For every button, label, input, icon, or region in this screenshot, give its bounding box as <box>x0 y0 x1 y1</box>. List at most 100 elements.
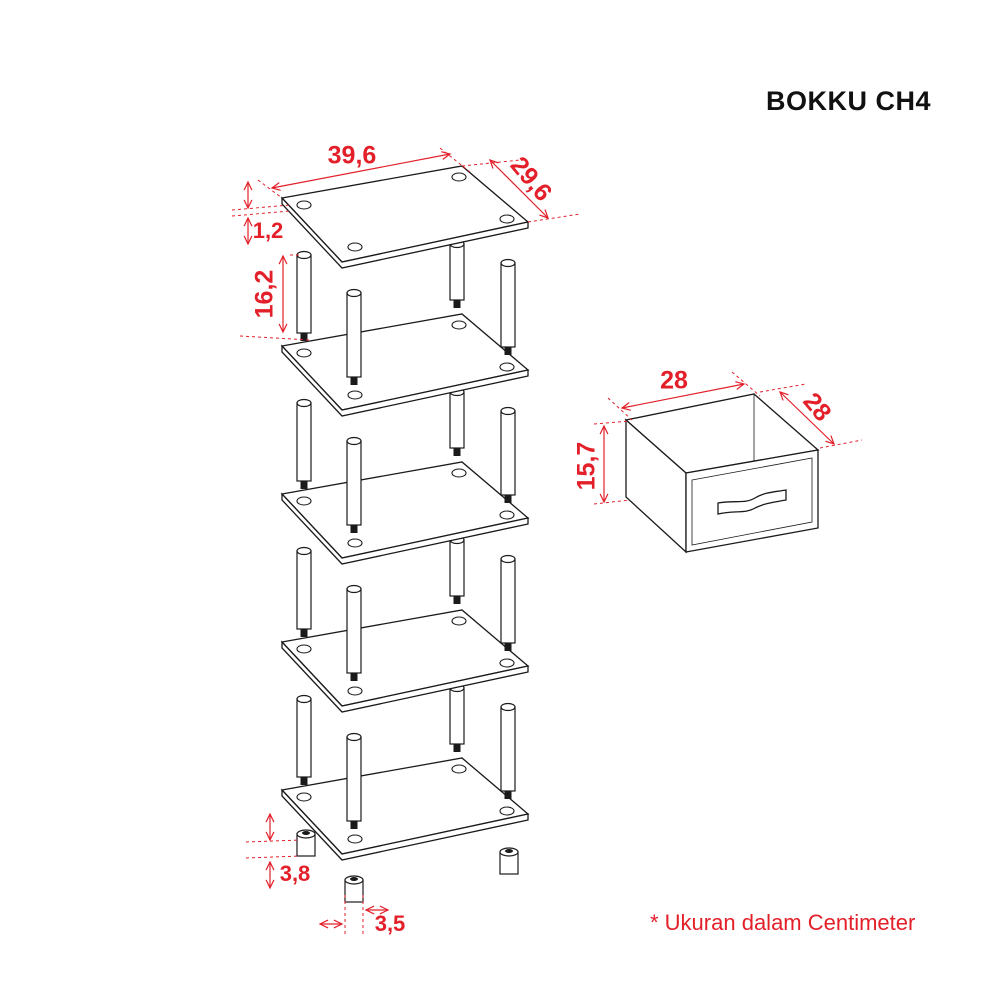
shelf-hole <box>347 390 363 400</box>
drawer-h-ext-top <box>593 420 631 425</box>
foot-arrow-top-arrow <box>265 812 275 823</box>
rack-foot <box>499 847 519 875</box>
post-back-right <box>449 239 465 308</box>
shelf-hole <box>347 242 363 252</box>
post-bolt <box>300 481 308 489</box>
rack-foot <box>296 829 316 857</box>
shelf-top <box>280 461 530 559</box>
post-front-left <box>346 288 362 385</box>
shelf-hole <box>347 834 363 844</box>
post-height-dim-arrow <box>278 323 288 334</box>
post-bolt <box>350 525 358 533</box>
post-top <box>296 546 312 556</box>
foot-dia-arrow-right-arrow <box>379 905 390 915</box>
rack-foot <box>344 875 364 903</box>
post-back-left <box>296 694 312 785</box>
shelf-1 <box>280 165 530 269</box>
post-front-left <box>346 732 362 829</box>
width-label: 39,6 <box>328 142 377 170</box>
post-body <box>346 588 362 674</box>
foot-hole <box>505 849 513 853</box>
shelf-top <box>280 609 530 707</box>
foot-hole <box>302 831 310 835</box>
post-bolt <box>453 448 461 456</box>
post-back-left <box>296 250 312 341</box>
drawer-width-label: 28 <box>660 367 688 395</box>
drawer-height-dim-arrow <box>599 424 609 435</box>
shelf-hole <box>296 348 312 358</box>
shelf-hole <box>296 644 312 654</box>
shelf-top <box>280 165 530 263</box>
post-body <box>500 706 516 792</box>
shelf-hole <box>499 214 515 224</box>
width-ext-right <box>439 147 471 173</box>
depth-dim-arrow <box>489 159 499 169</box>
post-top <box>500 702 516 712</box>
post-top <box>346 288 362 298</box>
post-bolt <box>453 300 461 308</box>
width-dim-arrow <box>270 182 281 191</box>
depth-ext-top <box>461 159 521 167</box>
shelf-rack <box>280 165 530 903</box>
shelf-hole <box>296 792 312 802</box>
shelf-hole <box>499 806 515 816</box>
post-body <box>449 687 465 745</box>
thickness-label: 1,2 <box>253 218 284 243</box>
post-body <box>346 736 362 822</box>
foot-arrow-top-arrow <box>265 831 275 842</box>
post-body <box>296 698 312 778</box>
post-top <box>296 694 312 704</box>
drawer-depth-dim <box>779 391 835 445</box>
thickness-arrow-top-arrow <box>243 180 253 191</box>
post-body <box>449 539 465 597</box>
post-body <box>500 262 516 348</box>
post-body <box>346 440 362 526</box>
post-body <box>296 254 312 334</box>
drawer-front-inset <box>691 457 813 546</box>
post-bolt <box>350 377 358 385</box>
depth-ext-bottom <box>527 213 581 223</box>
product-title: BOKKU CH4 <box>766 86 932 116</box>
shelf-hole <box>499 362 515 372</box>
drawer-d-ext-bottom <box>819 439 863 449</box>
shelf-hole <box>451 468 467 478</box>
post-top <box>500 554 516 564</box>
post-bolt <box>504 347 512 355</box>
post-body <box>449 391 465 449</box>
post-body <box>449 243 465 301</box>
width-dim-arrow <box>441 151 452 160</box>
post-bolt <box>300 333 308 341</box>
post-bolt <box>453 744 461 752</box>
drawer-width-dim <box>621 383 745 409</box>
shelf-hole <box>347 686 363 696</box>
post-front-right <box>500 702 516 799</box>
drawer-depth-label: 28 <box>797 387 836 426</box>
post-body <box>346 292 362 378</box>
shelf-hole <box>296 496 312 506</box>
thickness-arrow-bottom-arrow <box>243 216 253 227</box>
shelf-top <box>280 313 530 411</box>
post-back-right <box>449 535 465 604</box>
drawer-box <box>624 393 820 554</box>
post-height-label: 16,2 <box>251 270 279 319</box>
post-bolt <box>300 777 308 785</box>
post-bolt <box>504 495 512 503</box>
post-top <box>346 732 362 742</box>
post-bolt <box>504 643 512 651</box>
post-top <box>500 406 516 416</box>
thickness-ext-top <box>231 204 291 211</box>
foot-arrow-bottom-arrow <box>265 860 275 871</box>
shelf-edge <box>281 640 529 713</box>
drawer-depth-dim-arrow <box>825 435 835 445</box>
shelf-hole <box>451 764 467 774</box>
shelf-5 <box>280 757 530 861</box>
shelf-edge <box>281 196 529 269</box>
post-front-right <box>500 258 516 355</box>
drawer-height-dim-arrow <box>599 493 609 504</box>
shelf-edge <box>281 344 529 417</box>
post-top <box>500 258 516 268</box>
depth-label: 29,6 <box>505 151 558 206</box>
foot-dia-label: 3,5 <box>375 911 406 936</box>
post-back-right <box>449 683 465 752</box>
